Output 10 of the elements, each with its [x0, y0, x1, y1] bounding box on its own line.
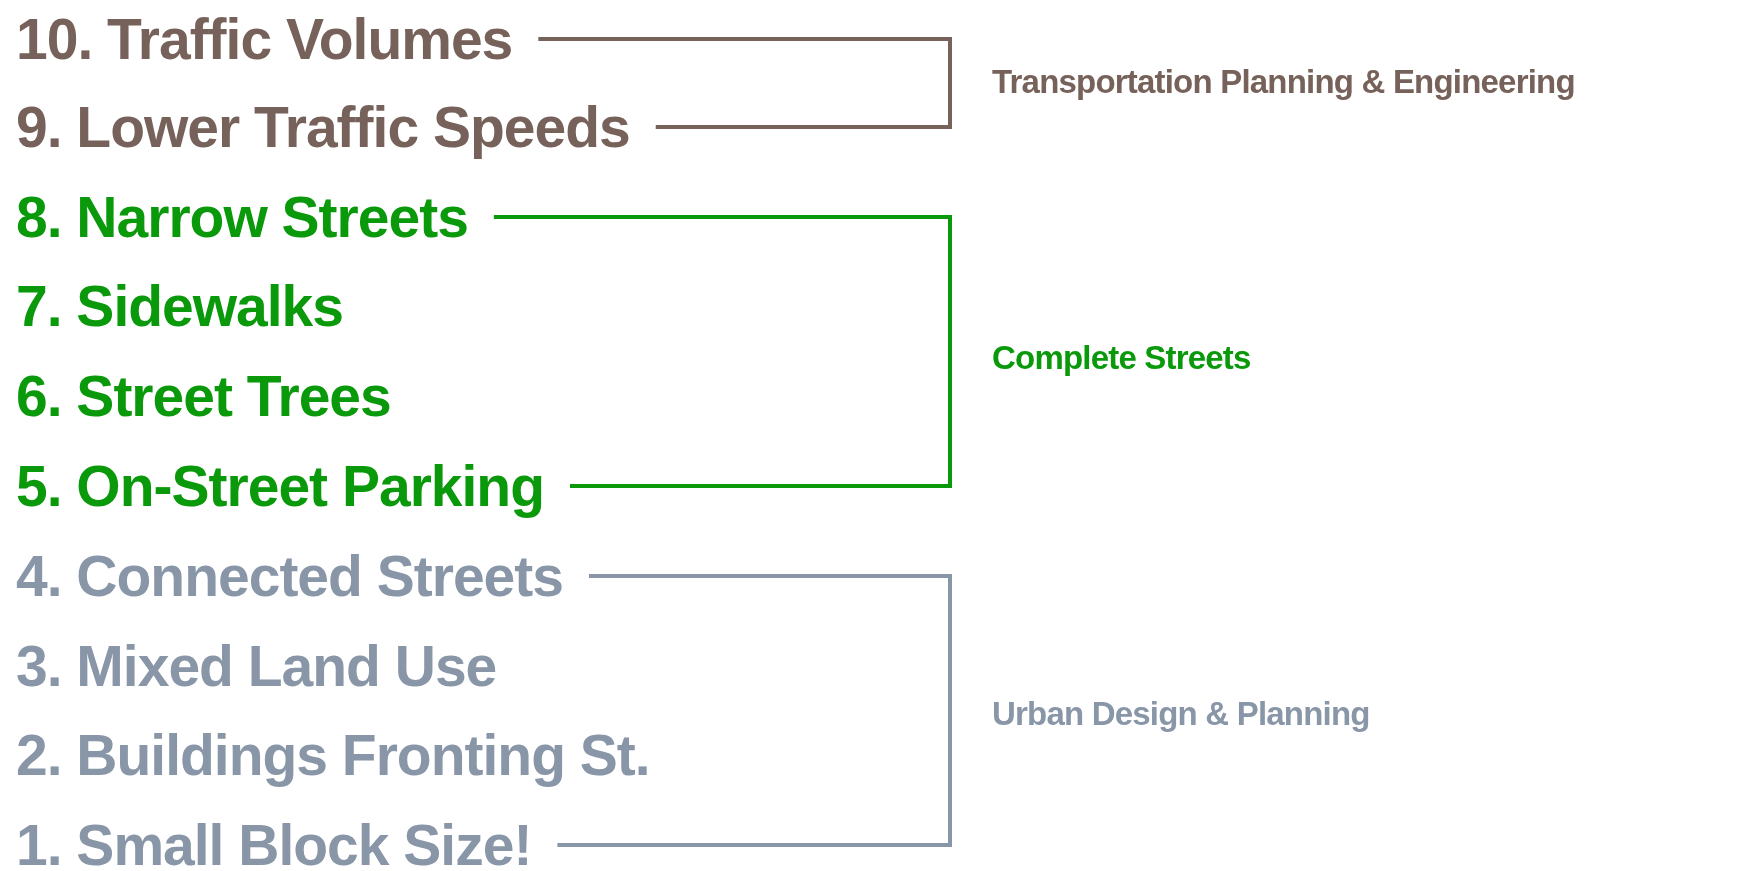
list-item-text: 8. Narrow Streets	[16, 188, 468, 246]
list-item-text: 6. Street Trees	[16, 367, 391, 425]
list-item-text: 10. Traffic Volumes	[16, 10, 513, 68]
category-label: Transportation Planning & Engineering	[992, 64, 1575, 98]
list-item-text: 3. Mixed Land Use	[16, 637, 497, 695]
category-label: Complete Streets	[992, 340, 1251, 374]
list-item-text: 7. Sidewalks	[16, 277, 344, 335]
category-label: Urban Design & Planning	[992, 696, 1370, 730]
list-item-text: 4. Connected Streets	[16, 547, 563, 605]
list-item-text: 1. Small Block Size!	[16, 816, 532, 871]
